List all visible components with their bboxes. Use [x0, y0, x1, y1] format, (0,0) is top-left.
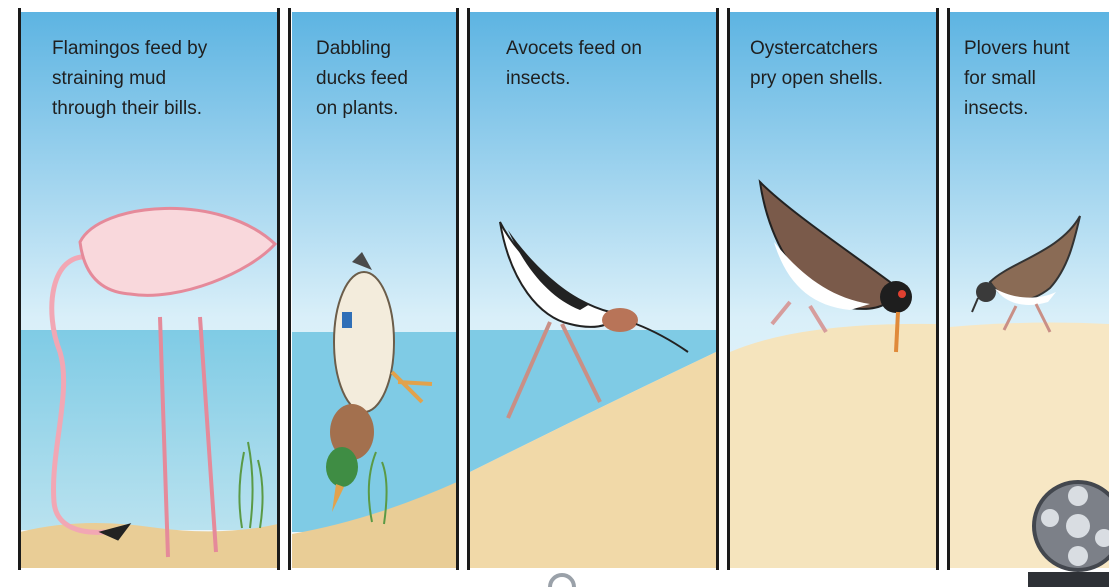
panel-caption-oystercatcher: Oystercatchers pry open shells.	[750, 34, 883, 94]
panel-avocet: Avocets feed on insects.	[470, 12, 716, 568]
loading-spinner-icon	[542, 572, 582, 587]
panel-divider	[716, 8, 730, 570]
oystercatcher-scene	[730, 12, 936, 568]
panel-divider	[936, 8, 950, 570]
panel-caption-plover: Plovers hunt for small insects.	[964, 34, 1070, 124]
panel-divider	[456, 8, 470, 570]
panel-divider	[18, 8, 21, 570]
panel-caption-avocet: Avocets feed on insects.	[506, 34, 642, 94]
film-reel-icon[interactable]	[1028, 468, 1109, 587]
panel-divider	[277, 8, 291, 570]
panel-duck: Dabbling ducks feed on plants.	[292, 12, 457, 568]
panel-oystercatcher: Oystercatchers pry open shells.	[730, 12, 936, 568]
panel-flamingo: Flamingos feed by straining mud through …	[20, 12, 278, 568]
avocet-scene	[470, 12, 716, 568]
panel-caption-duck: Dabbling ducks feed on plants.	[316, 34, 408, 124]
panel-caption-flamingo: Flamingos feed by straining mud through …	[52, 34, 207, 124]
